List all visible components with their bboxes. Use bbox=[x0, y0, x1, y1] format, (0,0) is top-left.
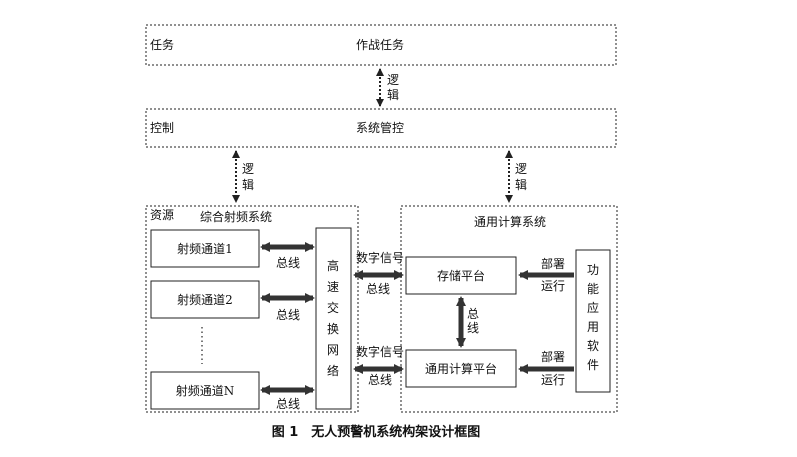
logic-label-1a: 逻 bbox=[387, 73, 399, 87]
figure-caption: 图 1 无人预警机系统构架设计框图 bbox=[272, 424, 481, 440]
storage-platform-label: 存储平台 bbox=[437, 268, 485, 283]
logic-label-2a: 逻 bbox=[242, 162, 254, 176]
resource-layer-label: 资源 bbox=[150, 208, 174, 222]
run-label-1: 运行 bbox=[541, 279, 565, 293]
logic-label-3a: 逻 bbox=[515, 162, 527, 176]
bus-label-2: 总线 bbox=[276, 308, 300, 322]
digital-signal-label-1: 数字信号 bbox=[356, 250, 404, 265]
control-layer-label: 控制 bbox=[150, 121, 174, 135]
control-layer-box bbox=[145, 108, 617, 148]
bus-label-4: 总线 bbox=[366, 282, 390, 296]
bus-label-1: 总线 bbox=[276, 256, 300, 270]
rf-channel-2-label: 射频通道2 bbox=[177, 292, 233, 307]
rf-channel-2-box bbox=[150, 280, 260, 319]
digital-signal-label-2: 数字信号 bbox=[356, 344, 404, 359]
computing-system-box bbox=[400, 205, 618, 413]
switch-network-label: 高速交换网络 bbox=[327, 258, 339, 378]
rf-channel-1-label: 射频通道1 bbox=[177, 241, 233, 256]
task-layer-label: 任务 bbox=[150, 37, 174, 52]
bus-label-vertical: 总线 bbox=[467, 307, 479, 335]
deploy-label-2: 部署 bbox=[541, 349, 565, 364]
bus-label-3: 总线 bbox=[276, 397, 300, 411]
logic-label-1b: 辑 bbox=[387, 88, 399, 102]
rf-system-title: 综合射频系统 bbox=[200, 209, 272, 224]
rf-channel-n-label: 射频通道N bbox=[176, 383, 235, 398]
switch-network-box bbox=[315, 227, 352, 410]
task-layer-title: 作战任务 bbox=[356, 37, 404, 52]
rf-system-box bbox=[145, 205, 359, 413]
run-label-2: 运行 bbox=[541, 373, 565, 387]
function-software-label: 功能应用软件 bbox=[587, 263, 599, 372]
function-software-box bbox=[575, 249, 611, 393]
rf-channel-n-box bbox=[150, 371, 260, 410]
control-layer-title: 系统管控 bbox=[356, 120, 404, 135]
compute-platform-label: 通用计算平台 bbox=[425, 361, 497, 376]
logic-label-3b: 辑 bbox=[515, 178, 527, 192]
deploy-label-1: 部署 bbox=[541, 256, 565, 271]
computing-system-title: 通用计算系统 bbox=[474, 214, 546, 229]
rf-channel-1-box bbox=[150, 229, 260, 268]
logic-label-2b: 辑 bbox=[242, 178, 254, 192]
task-layer-box bbox=[145, 24, 617, 66]
bus-label-5: 总线 bbox=[368, 373, 392, 387]
compute-platform-box bbox=[405, 349, 517, 388]
storage-platform-box bbox=[405, 256, 517, 295]
